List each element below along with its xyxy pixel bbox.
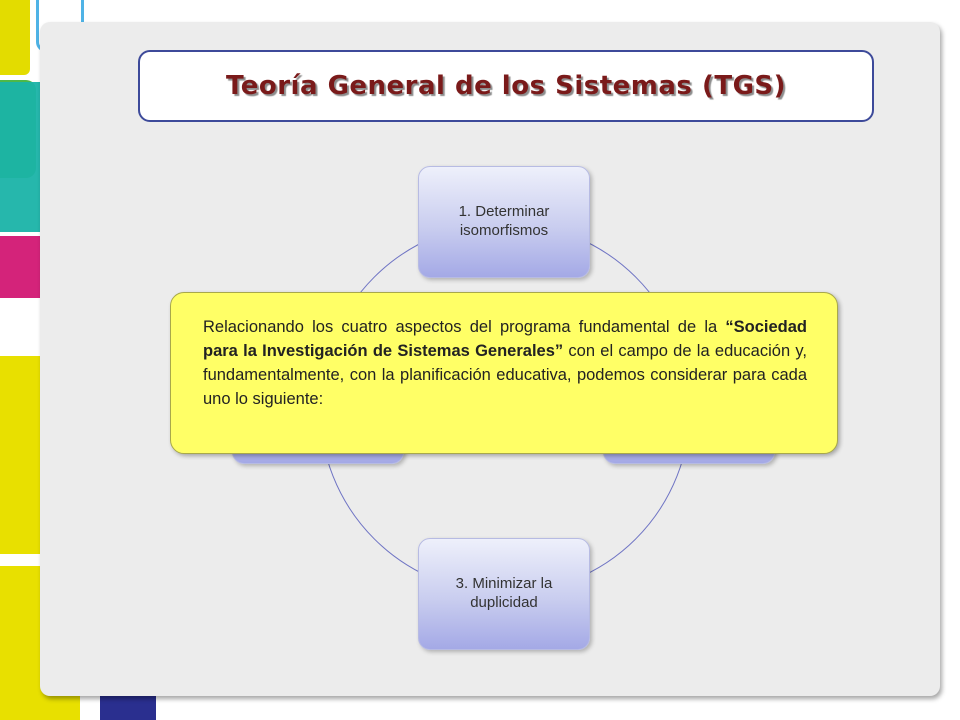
title-box: Teoría General de los Sistemas (TGS) (138, 50, 874, 122)
callout-text-before: Relacionando los cuatro aspectos del pro… (203, 318, 726, 336)
cycle-node-bottom: 3. Minimizar la duplicidad (418, 538, 590, 650)
deco-yellow-top (0, 0, 30, 75)
callout-box: Relacionando los cuatro aspectos del pro… (170, 292, 838, 454)
page-title: Teoría General de los Sistemas (TGS) (225, 71, 787, 101)
node-bottom-label: 3. Minimizar la duplicidad (455, 575, 553, 611)
node-top-label: 1. Determinar isomorfismos (458, 203, 550, 239)
callout-text: Relacionando los cuatro aspectos del pro… (203, 315, 807, 411)
callout-text-highlight: “Sociedad para la Investigación de Siste… (203, 318, 807, 360)
callout-text-after: con el campo de la educación y, fundamen… (203, 342, 808, 408)
cycle-node-top: 1. Determinar isomorfismos (418, 166, 590, 278)
